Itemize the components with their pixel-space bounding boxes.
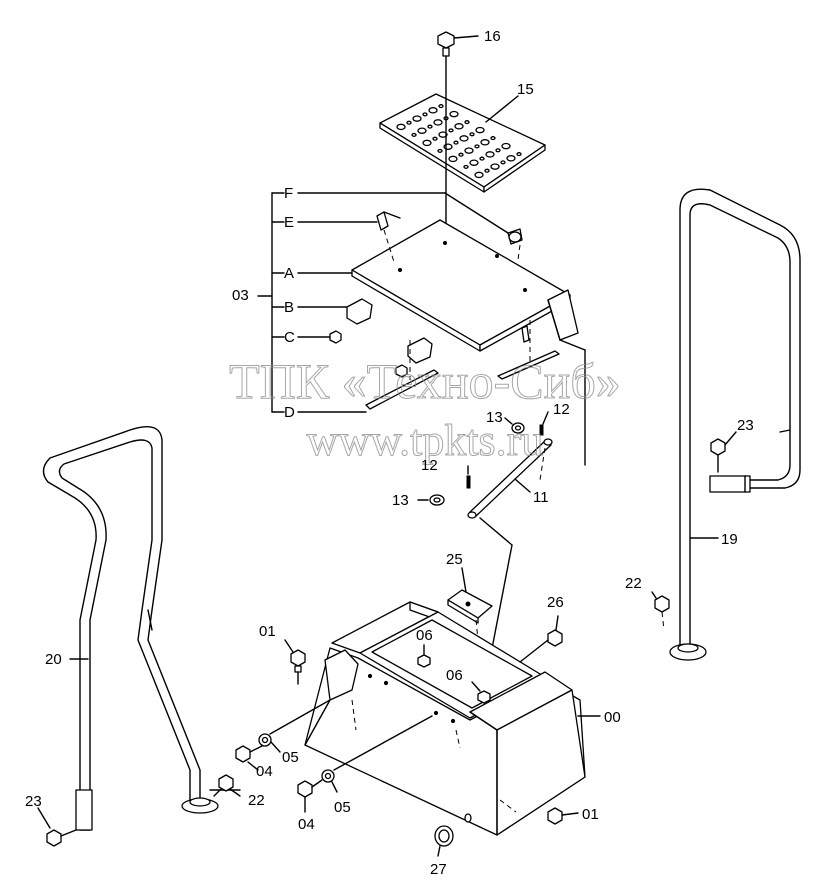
perforation-hole xyxy=(501,142,511,150)
bracket-25 xyxy=(447,567,493,641)
handrail-19 xyxy=(669,188,801,661)
perforation-hole xyxy=(463,164,469,169)
callout-13-lower: 13 xyxy=(392,492,409,509)
callout-04-upper: 04 xyxy=(256,763,273,780)
perforation-hole xyxy=(454,123,464,130)
perforation-hole xyxy=(438,104,444,109)
callout-25: 25 xyxy=(446,551,463,568)
perforation-hole xyxy=(464,120,470,125)
perforation-hole xyxy=(448,128,454,133)
bolt-22-right xyxy=(651,591,670,631)
watermark-company: ТПК «Техно-Сиб» xyxy=(229,353,621,409)
callout-06-lower: 06 xyxy=(446,667,463,684)
perforation-hole xyxy=(459,135,469,142)
perforation-hole xyxy=(474,144,480,149)
perforation-hole xyxy=(422,139,432,147)
callout-A: A xyxy=(284,265,294,282)
callout-06-upper: 06 xyxy=(416,627,433,644)
perforation-hole xyxy=(437,148,443,153)
callout-19: 19 xyxy=(721,531,738,548)
callout-03: 03 xyxy=(232,287,249,304)
perforation-hole xyxy=(406,120,412,125)
bolt-26 xyxy=(519,615,563,663)
callout-C: C xyxy=(284,329,295,346)
washer-05-lower xyxy=(321,715,433,793)
callout-22-right: 22 xyxy=(625,575,642,592)
callout-13-upper: 13 xyxy=(486,409,503,426)
perforation-hole xyxy=(449,110,459,118)
perforation-hole xyxy=(495,148,501,153)
callout-12-upper: 12 xyxy=(553,401,570,418)
step-body-00 xyxy=(304,601,601,836)
perforation-hole xyxy=(411,132,417,137)
perforation-hole xyxy=(474,171,484,179)
perforation-hole xyxy=(396,123,406,131)
washer-05-upper xyxy=(258,699,331,753)
perforation-hole xyxy=(427,124,433,129)
callout-01-upper: 01 xyxy=(259,623,276,640)
perforation-hole xyxy=(500,160,506,165)
bolt-01-lower xyxy=(547,807,579,825)
perforation-hole xyxy=(469,132,475,137)
callout-23-left: 23 xyxy=(25,793,42,810)
bolt-04-lower xyxy=(297,779,323,813)
perforation-hole xyxy=(490,163,500,170)
perforation-hole xyxy=(422,112,428,117)
perforation-hole xyxy=(458,152,464,157)
rod-11 xyxy=(417,411,553,691)
perforation-hole xyxy=(490,136,496,141)
callout-23-right: 23 xyxy=(737,417,754,434)
perforation-hole xyxy=(432,136,438,141)
perforation-hole xyxy=(516,152,522,157)
perforation-hole xyxy=(464,147,474,154)
perforation-hole xyxy=(443,143,453,150)
callout-11: 11 xyxy=(533,489,549,506)
watermark-url: www.tpkts.ru xyxy=(307,416,544,465)
callout-22-left: 22 xyxy=(248,792,265,809)
callout-27: 27 xyxy=(430,861,447,878)
step-cover-03 xyxy=(257,192,586,466)
callout-05-lower: 05 xyxy=(334,799,351,816)
callout-15: 15 xyxy=(517,81,534,98)
bolt-01-upper xyxy=(284,639,306,685)
perforation-hole xyxy=(433,119,443,126)
perforation-hole xyxy=(475,126,485,134)
perforation-hole xyxy=(412,115,422,122)
perforation-hole xyxy=(438,131,448,138)
callout-00: 00 xyxy=(604,709,621,726)
perforation-hole xyxy=(448,155,458,163)
perforation-hole xyxy=(453,140,459,145)
perforated-plate-15 xyxy=(379,93,546,193)
perforation-hole xyxy=(484,168,490,173)
callout-D: D xyxy=(284,404,295,421)
perforation-hole xyxy=(417,127,427,134)
callout-20: 20 xyxy=(45,651,62,668)
perforation-hole xyxy=(469,159,479,166)
callout-E: E xyxy=(284,214,294,231)
bolt-22-left xyxy=(218,774,241,797)
bolt-23-left xyxy=(37,807,77,847)
callout-26: 26 xyxy=(547,594,564,611)
callout-04-lower: 04 xyxy=(298,816,315,833)
perforation-hole xyxy=(480,139,490,146)
callout-12-lower: 12 xyxy=(421,457,438,474)
callout-F: F xyxy=(284,185,293,202)
bolt-16 xyxy=(437,31,479,57)
callout-05-upper: 05 xyxy=(282,749,299,766)
callout-01-lower: 01 xyxy=(582,806,599,823)
perforation-hole xyxy=(428,107,438,114)
grommet-27 xyxy=(434,825,454,857)
bolt-23-right xyxy=(710,431,737,473)
bolt-04-upper xyxy=(235,745,263,771)
handrail-20 xyxy=(42,426,241,831)
perforation-hole xyxy=(506,155,516,162)
perforation-hole xyxy=(479,156,485,161)
perforation-hole xyxy=(485,151,495,158)
callout-B: B xyxy=(284,299,294,316)
callout-16: 16 xyxy=(484,28,501,45)
